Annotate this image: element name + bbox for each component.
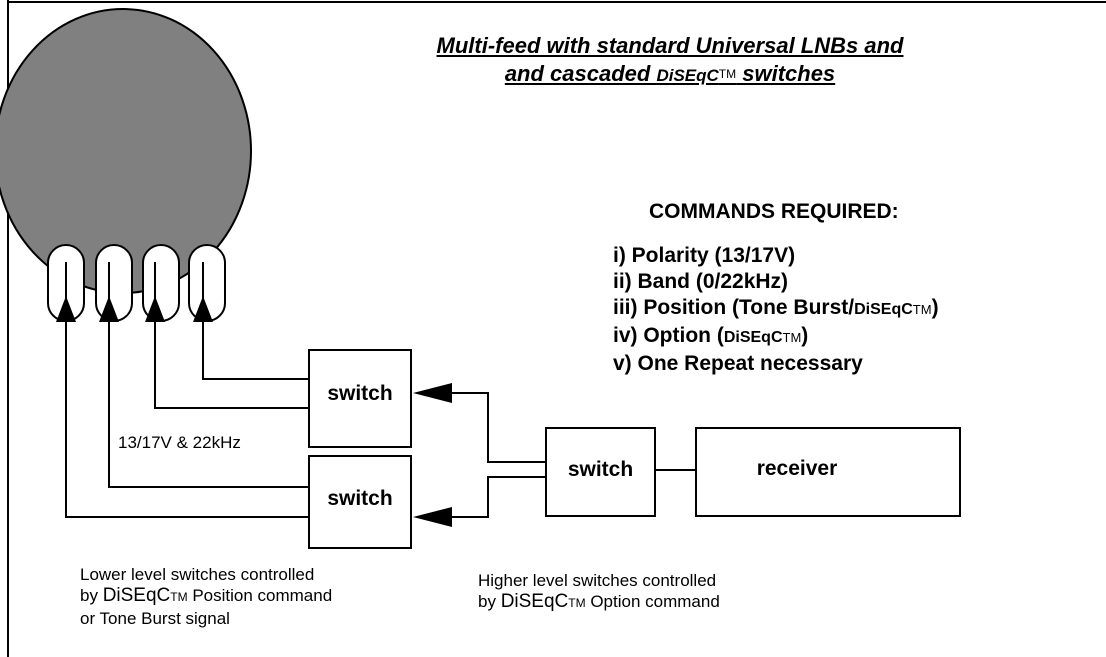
arrow-up-lnb-3 [145,296,165,322]
command-brand: DiSEqC [723,329,783,346]
lower-note-prefix: by [80,586,103,605]
title-line2-prefix: and cascaded [504,61,657,86]
lower-note-line-3: or Tone Burst signal [80,609,230,628]
title-line-1: Multi-feed with standard Universal LNBs … [436,33,904,58]
lower-switch-box [308,455,412,549]
receiver-label: receiver [756,457,838,480]
title-line-2: and cascaded DiSEqCTM switches [300,60,1040,90]
receiver-box [695,427,961,517]
command-text: ii) Band (0/22kHz) [613,270,789,293]
arrow-up-lnb-2 [99,296,119,322]
command-trademark: TM [782,330,802,345]
title-brand: DiSEqC [656,66,719,85]
command-suffix: ) [931,296,939,319]
higher-switch-label: switch [567,458,634,481]
higher-note-prefix: by [478,592,501,611]
lower-note-brand: DiSEqC [102,585,171,606]
command-item: iv) Option (DiSEqCTM) [613,323,939,351]
arrow-left-upper-switch [413,383,452,403]
arrow-up-lnb-4 [193,296,213,322]
lower-note-trademark: TM [170,590,188,604]
commands-list: i) Polarity (13/17V) ii) Band (0/22kHz) … [613,243,939,377]
higher-note-line-2: by DiSEqCTM Option command [478,591,720,614]
arrow-left-lower-switch [413,507,452,527]
higher-note-trademark: TM [568,596,586,610]
lower-note-suffix: Position command [187,586,333,605]
command-brand: DiSEqC [854,301,913,318]
command-text: v) One Repeat necessary [613,352,863,375]
signal-label: 13/17V & 22kHz [118,433,241,452]
wire-higher-to-lower [450,476,546,518]
command-item: iii) Position (Tone Burst/DiSEqCTM) [613,295,939,323]
commands-heading: COMMANDS REQUIRED: [649,200,899,223]
command-item: i) Polarity (13/17V) [613,243,939,269]
arrow-up-lnb-1 [56,296,76,322]
command-text: iii) Position (Tone Burst/ [613,296,855,319]
command-trademark: TM [912,302,932,317]
wire-lnb-1 [65,262,309,518]
higher-switch-box [545,427,656,517]
wire-higher-to-upper [450,392,546,463]
lower-switch-label: switch [327,487,393,510]
upper-switch-label: switch [327,382,393,405]
lower-note-line-1: Lower level switches controlled [80,565,315,584]
upper-switch-box [308,349,412,448]
title-line2-suffix: switches [736,61,836,86]
diagram-title: Multi-feed with standard Universal LNBs … [300,32,1040,90]
higher-note-suffix: Option command [585,592,720,611]
lower-level-note: Lower level switches controlled by DiSEq… [80,564,332,629]
higher-note-brand: DiSEqC [500,591,569,612]
higher-note-line-1: Higher level switches controlled [478,571,717,590]
higher-level-note: Higher level switches controlled by DiSE… [478,570,720,614]
command-text: i) Polarity (13/17V) [613,244,796,267]
title-trademark: TM [718,67,737,81]
wire-lnb-2 [108,262,309,488]
lnb-3 [142,244,180,322]
command-item: v) One Repeat necessary [613,351,939,377]
lower-note-line-2: by DiSEqCTM Position command [80,585,332,608]
command-item: ii) Band (0/22kHz) [613,269,939,295]
command-suffix: ) [801,324,809,347]
command-text: iv) Option ( [613,324,724,347]
